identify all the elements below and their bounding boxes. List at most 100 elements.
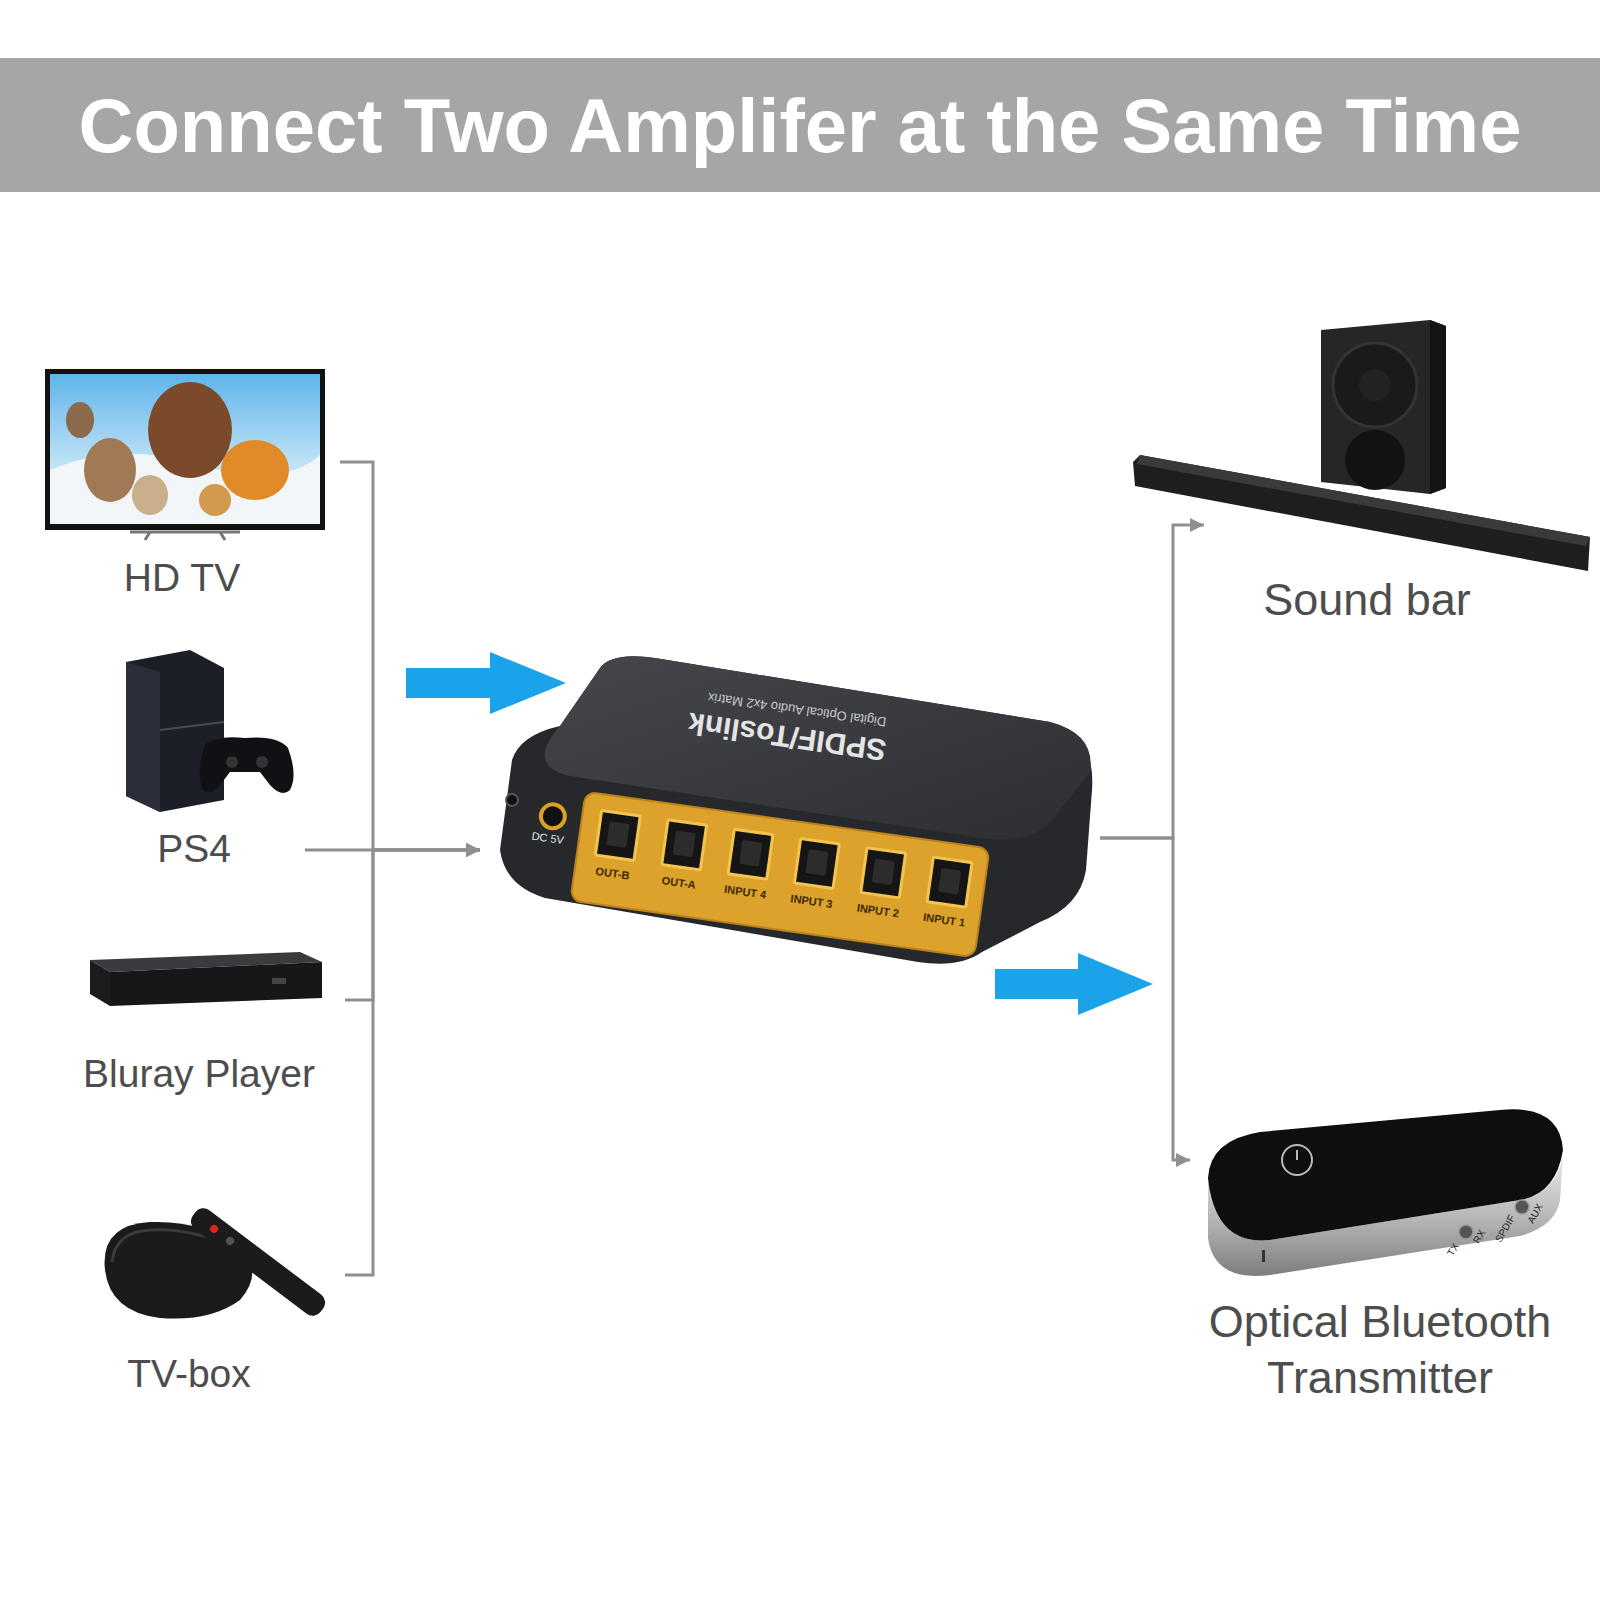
- node-label: HD TV: [47, 554, 317, 603]
- optical-port: [594, 809, 642, 862]
- output-node: Optical Bluetooth TransmitterTXRXSPDIFAU…: [1190, 1105, 1595, 1415]
- drawing-part: [110, 962, 322, 1006]
- title-band: Connect Two Amplifer at the Same Time: [0, 58, 1600, 192]
- drawing-part: [506, 794, 518, 806]
- drawing-part: [84, 438, 136, 502]
- drawing-part: [160, 722, 224, 730]
- port-panel: OUT-BOUT-AINPUT 4INPUT 3INPUT 2INPUT 1: [569, 791, 991, 959]
- soundbar-icon: [1133, 320, 1590, 571]
- tv-icon: [45, 369, 325, 540]
- connector-line: [345, 850, 480, 1000]
- port-cell: INPUT 2: [841, 837, 920, 945]
- title-text: Connect Two Amplifer at the Same Time: [79, 82, 1522, 169]
- drawing-part: [221, 440, 289, 500]
- connector: [1100, 518, 1204, 838]
- port-slot: [606, 821, 629, 848]
- button-label: AUX: [1520, 1193, 1550, 1233]
- optical-port: [660, 818, 708, 871]
- drawing-part: [200, 737, 294, 793]
- arrow-head: [466, 843, 480, 857]
- drawing-part: [1262, 1250, 1265, 1262]
- dc-jack: [537, 801, 569, 833]
- ps4-icon: [126, 650, 294, 812]
- drawing-part: [187, 1204, 329, 1319]
- drawing-part: [208, 1223, 219, 1234]
- port-cell: INPUT 1: [907, 846, 986, 954]
- drawing-part: [256, 756, 268, 768]
- port-cell: INPUT 4: [708, 818, 787, 926]
- switch-box-icon: [500, 656, 1092, 963]
- connector: [340, 462, 480, 857]
- optical-port: [925, 855, 973, 908]
- output-node: Sound bar: [1204, 305, 1595, 635]
- drawing-part: [1430, 320, 1446, 494]
- drawing-part: [45, 369, 325, 530]
- drawing-part: [66, 402, 94, 438]
- device-node: Bluray Player: [45, 940, 345, 1105]
- connector-line: [1100, 525, 1204, 838]
- arrow-head: [466, 843, 480, 857]
- optical-port: [793, 837, 841, 890]
- drawing-part: [187, 1204, 329, 1319]
- connector-line: [340, 462, 480, 850]
- port-label: INPUT 1: [909, 909, 980, 931]
- connector-line: [1100, 838, 1190, 1160]
- drawing-part: [50, 374, 320, 524]
- switch-node: SPDIF/ToslinkDigital Optical Audio 4x2 M…: [480, 640, 1100, 975]
- drawing-part: [199, 484, 231, 516]
- drawing-part: [126, 662, 160, 812]
- node-label: Optical Bluetooth Transmitter: [1190, 1294, 1570, 1407]
- device-node: PS4: [110, 640, 305, 880]
- port-label: OUT-A: [643, 872, 714, 894]
- node-label: Sound bar: [1207, 572, 1527, 628]
- port-slot: [872, 859, 895, 886]
- port-label: INPUT 4: [710, 881, 781, 903]
- connector: [345, 843, 480, 1000]
- drawing-part: [1296, 1150, 1298, 1160]
- bluray-icon: [90, 952, 322, 1006]
- arrow-head: [1190, 518, 1204, 532]
- drawing-part: [1345, 430, 1405, 490]
- connector-label: DC 5V: [521, 828, 574, 847]
- connector-line: [345, 850, 480, 1275]
- front-panel: OUT-BOUT-AINPUT 4INPUT 3INPUT 2INPUT 1DC…: [519, 784, 991, 962]
- port-slot: [739, 840, 762, 867]
- drawing-part: [148, 382, 232, 478]
- button-label: RX: [1464, 1216, 1494, 1256]
- drawing-part: [1359, 369, 1391, 401]
- arrow-head: [466, 843, 480, 857]
- port-cell: OUT-B: [576, 799, 655, 907]
- tvbox-icon: [105, 1204, 330, 1319]
- drawing-part: [1333, 343, 1417, 427]
- node-label: PS4: [104, 825, 284, 874]
- drawing-part: [226, 756, 238, 768]
- node-label: TV-box: [74, 1350, 304, 1399]
- drawing-part: [1133, 455, 1590, 571]
- button-label: TX: [1438, 1229, 1468, 1269]
- optical-port: [726, 828, 774, 881]
- arrow-head: [1176, 1153, 1190, 1167]
- drawing-part: [1282, 1145, 1312, 1175]
- drawing-part: [406, 652, 566, 714]
- drawing-part: [995, 953, 1153, 1015]
- drawing-part: [224, 1235, 235, 1246]
- drawing-part: [1515, 1200, 1529, 1214]
- port-slot: [805, 849, 828, 876]
- connector: [1100, 838, 1190, 1167]
- optical-port: [859, 846, 907, 899]
- bluetooth-transmitter-icon: [1208, 1109, 1563, 1276]
- port-label: INPUT 3: [776, 890, 847, 912]
- connector: [345, 843, 480, 1275]
- direction-arrow: [406, 652, 1153, 1015]
- arrow-head: [466, 843, 480, 857]
- drawing-part: [1137, 455, 1590, 546]
- drawing-part: [1321, 320, 1446, 494]
- drawing-part: [90, 960, 110, 1006]
- port-cell: OUT-A: [642, 809, 721, 917]
- port-cell: INPUT 3: [775, 827, 854, 935]
- port-slot: [938, 868, 961, 895]
- device-node: TV-box: [90, 1205, 345, 1405]
- drawing-part: [132, 475, 168, 515]
